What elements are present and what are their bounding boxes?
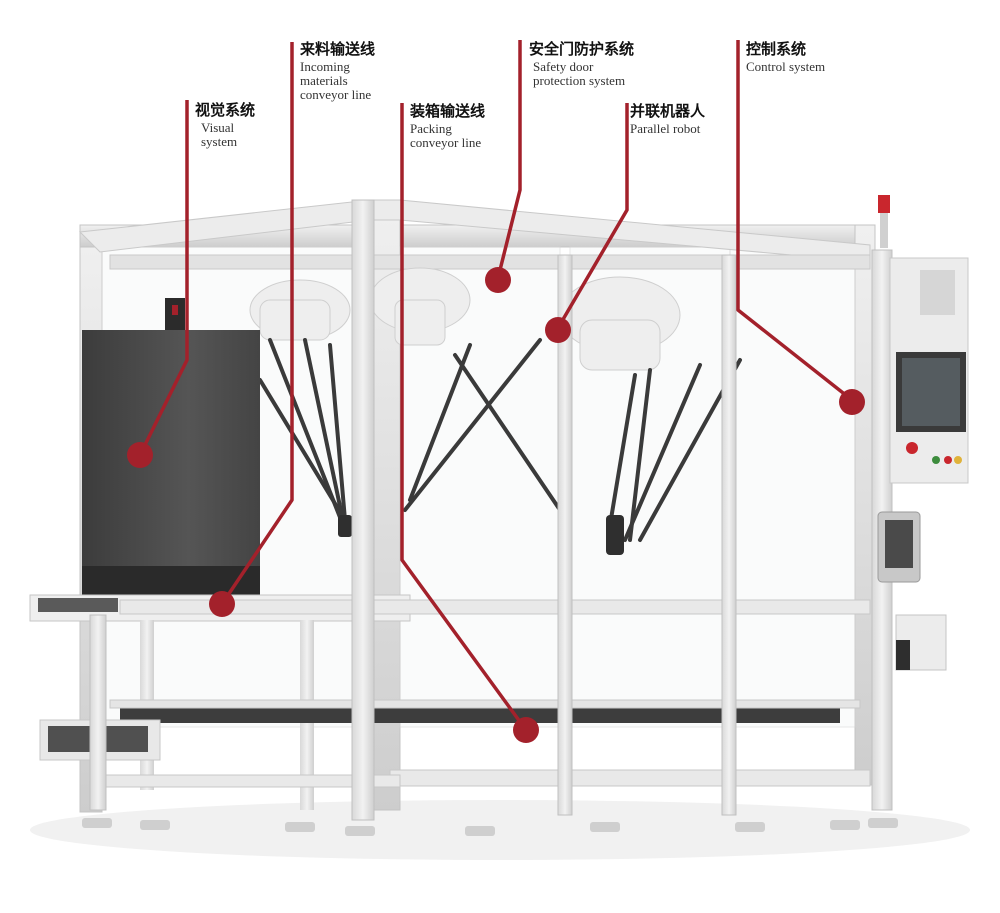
callout-control-en: Control system [746,59,826,74]
callout-dots [127,267,865,743]
vision-leader [138,100,189,456]
callout-robot: 并联机器人 Parallel robot [630,102,705,136]
packing-conveyor [39,699,861,761]
robot-arms [258,338,742,542]
control-leader [736,40,854,402]
callout-safety-en: Safety door protection system [533,59,626,88]
callout-packing: 装箱输送线 Packing conveyor line [410,102,485,150]
packing-dot [513,717,539,743]
vision-dot [127,442,153,468]
callout-incoming-en: Incoming materials conveyor line [300,59,372,102]
robot-grippers [338,515,624,555]
callout-vision: 视觉系统 Visual system [195,101,255,149]
callout-safety: 安全门防护系统 Safety door protection system [529,40,634,88]
safety-dot [485,267,511,293]
robot-dot [545,317,571,343]
callout-robot-en: Parallel robot [630,121,701,136]
machine-feet [82,818,898,836]
floor-shadow [30,800,970,860]
robot-bases [249,267,681,371]
vision-box [82,298,260,600]
callout-control: 控制系统 Control system [746,40,825,74]
callout-safety-zh: 安全门防护系统 [529,40,635,58]
front-posts [89,199,893,821]
safety-leader [496,40,522,279]
top-frame [78,199,871,270]
callout-vision-zh: 视觉系统 [195,101,256,119]
lower-frame [99,599,871,788]
incoming-leader [220,42,294,605]
control-cabinet [877,195,969,671]
incoming-dot [209,591,235,617]
robot-leader [556,103,629,329]
callout-robot-zh: 并联机器人 [630,102,706,120]
control-dot [839,389,865,415]
callout-vision-en: Visual system [201,120,238,149]
packing-leader [400,103,528,732]
callout-incoming-zh: 来料输送线 [300,40,376,58]
callout-packing-en: Packing conveyor line [410,121,482,150]
callout-packing-zh: 装箱输送线 [410,102,486,120]
callout-incoming: 来料输送线 Incoming materials conveyor line [300,40,375,102]
callout-control-zh: 控制系统 [746,40,807,58]
leader-lines [138,40,854,732]
